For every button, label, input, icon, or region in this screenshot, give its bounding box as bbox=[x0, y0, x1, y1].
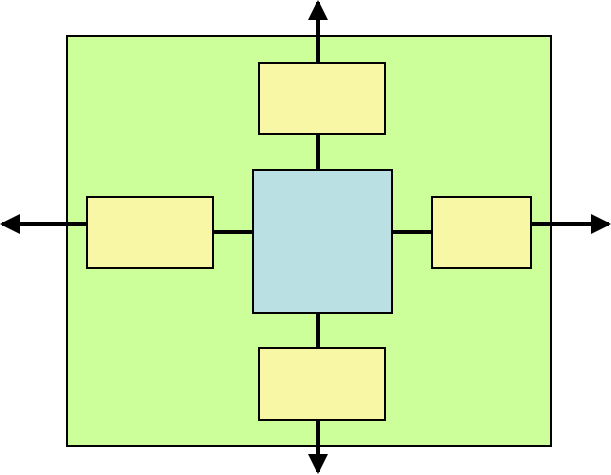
center-box bbox=[252, 169, 393, 314]
right-box bbox=[431, 196, 532, 269]
left-box bbox=[86, 196, 214, 269]
bottom-box bbox=[258, 347, 386, 421]
top-box bbox=[258, 62, 386, 135]
